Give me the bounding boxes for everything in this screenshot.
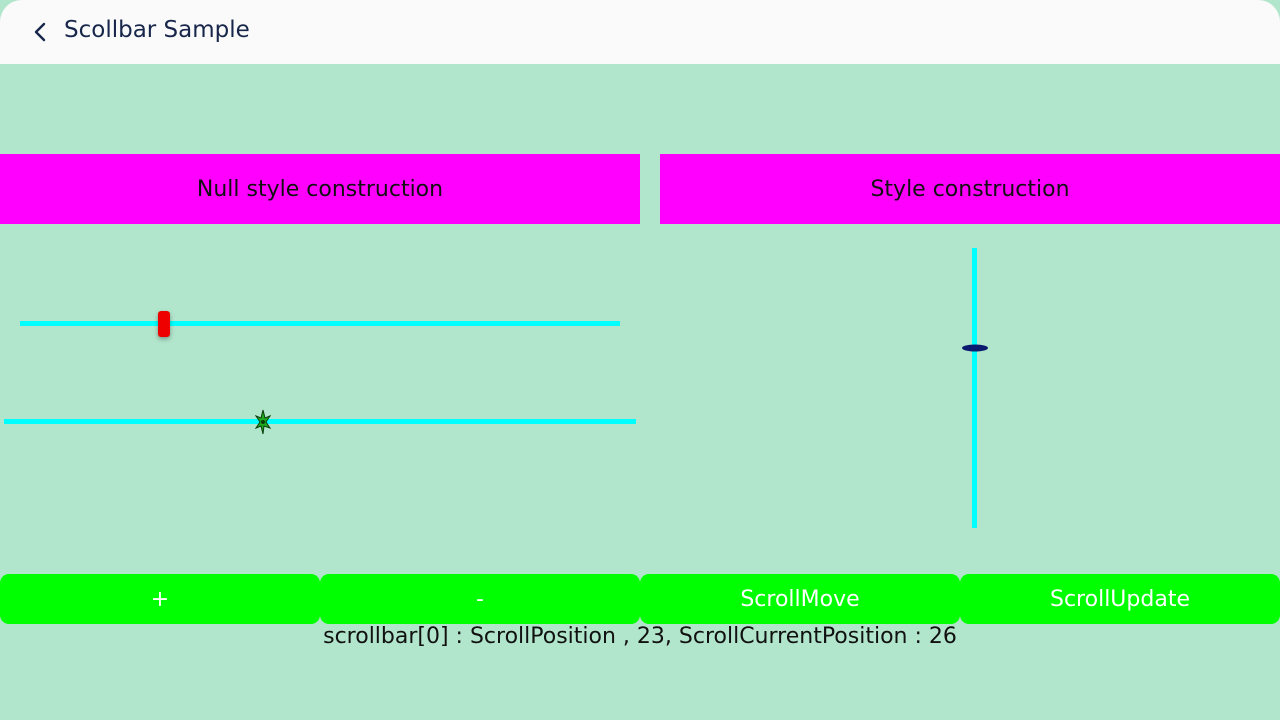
null-style-header: Null style construction [0,154,640,224]
green-star-icon [254,409,272,435]
scroll-move-button[interactable]: ScrollMove [640,574,960,624]
scrollbar-track-1[interactable] [4,419,636,424]
page-title: Scollbar Sample [64,17,250,43]
chevron-left-icon [34,22,46,42]
scrollbar-track-0[interactable] [20,321,620,326]
scrollbar-track-2[interactable] [972,248,977,528]
app-bar: Scollbar Sample [0,0,1280,64]
minus-button[interactable]: - [320,574,640,624]
scrollbar-thumb-1[interactable] [254,409,272,435]
back-button[interactable] [26,18,54,46]
navy-ellipse-icon [962,344,988,352]
scroll-update-button[interactable]: ScrollUpdate [960,574,1280,624]
plus-button[interactable]: + [0,574,320,624]
style-construction-header: Style construction [660,154,1280,224]
scrollbar-thumb-0[interactable] [158,311,170,337]
scrollbar-thumb-2[interactable] [961,338,989,352]
status-text: scrollbar[0] : ScrollPosition , 23, Scro… [323,624,957,649]
